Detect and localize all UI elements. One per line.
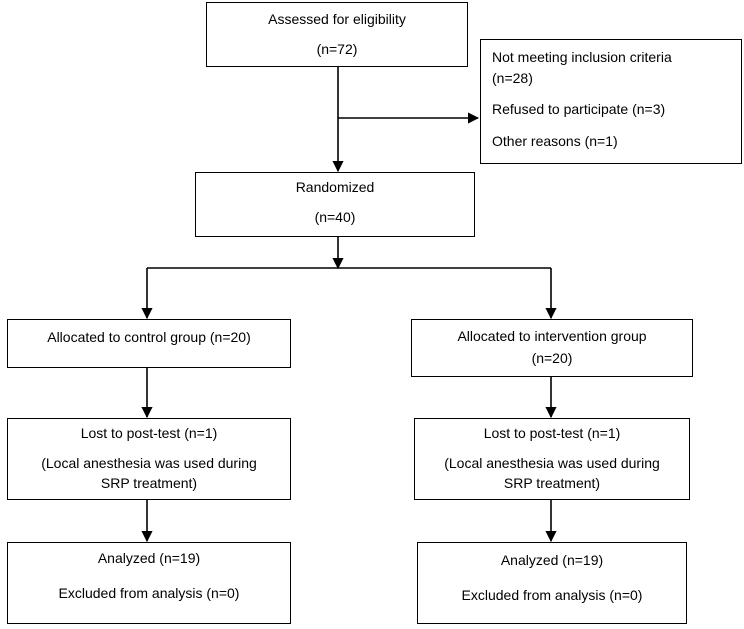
assessed-label: Assessed for eligibility <box>268 11 406 27</box>
intervention-lost-reason-1: (Local anesthesia was used during <box>444 455 660 471</box>
excluded-criteria-label: Not meeting inclusion criteria <box>492 49 672 65</box>
intervention-allocated-box: Allocated to intervention group (n=20) <box>411 319 693 377</box>
control-analyzed-box: Analyzed (n=19) Excluded from analysis (… <box>7 542 291 624</box>
excluded-box: Not meeting inclusion criteria (n=28) Re… <box>480 39 742 164</box>
intervention-lost-reason-2: SRP treatment) <box>503 475 601 491</box>
control-analyzed-label: Analyzed (n=19) <box>97 550 201 566</box>
randomized-label: Randomized <box>295 179 375 195</box>
excluded-criteria-count: (n=28) <box>492 70 533 86</box>
control-allocated-label: Allocated to control group (n=20) <box>47 329 251 345</box>
excluded-refused: Refused to participate (n=3) <box>492 101 666 117</box>
intervention-allocated-count: (n=20) <box>531 350 573 366</box>
assessed-box: Assessed for eligibility (n=72) <box>206 2 468 67</box>
intervention-lost-box: Lost to post-test (n=1) (Local anesthesi… <box>414 418 690 500</box>
intervention-lost-label: Lost to post-test (n=1) <box>483 425 621 441</box>
assessed-count: (n=72) <box>316 41 358 57</box>
control-lost-reason-1: (Local anesthesia was used during <box>41 455 257 471</box>
intervention-excluded-analysis: Excluded from analysis (n=0) <box>461 587 643 603</box>
control-lost-label: Lost to post-test (n=1) <box>80 425 218 441</box>
excluded-other: Other reasons (n=1) <box>492 133 618 149</box>
control-excluded-analysis: Excluded from analysis (n=0) <box>58 585 240 601</box>
intervention-analyzed-box: Analyzed (n=19) Excluded from analysis (… <box>417 542 687 624</box>
randomized-count: (n=40) <box>314 209 356 225</box>
control-lost-reason-2: SRP treatment) <box>100 475 198 491</box>
control-lost-box: Lost to post-test (n=1) (Local anesthesi… <box>7 418 291 500</box>
control-allocated-box: Allocated to control group (n=20) <box>7 319 291 368</box>
intervention-allocated-label: Allocated to intervention group <box>457 328 647 344</box>
intervention-analyzed-label: Analyzed (n=19) <box>500 552 604 568</box>
randomized-box: Randomized (n=40) <box>195 172 475 237</box>
